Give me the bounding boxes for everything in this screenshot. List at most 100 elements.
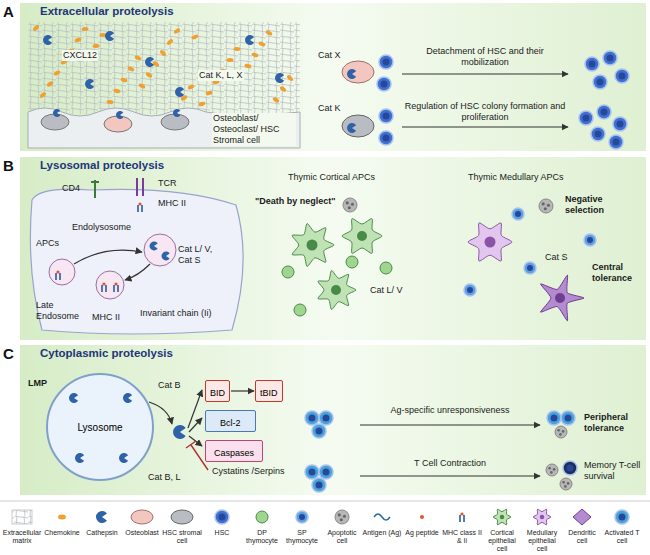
cell-icon [547,411,561,425]
apoptotic-cell [546,464,558,476]
chemokine [191,34,199,41]
thymocyte-icon [294,304,306,316]
cell-icon [319,411,333,425]
cathepsin-icon [43,35,52,45]
apoptotic-fragment [559,433,562,436]
annotation-label: Cat K, L, X [198,70,244,81]
endolysosome [144,234,176,266]
box-label: BID [210,388,225,398]
legend-icon [374,514,390,520]
chemokine [92,44,99,48]
apoptotic-fragment [567,482,570,485]
chemokine [173,27,181,34]
annotation-label: Cat S [545,252,568,263]
annotation-label: Cat B [158,380,181,391]
cell-icon [379,131,393,145]
cell-icon [615,69,629,83]
legend-text: DP thymocyte [242,529,282,545]
legend-text: MHC class II & Ii [442,529,482,545]
cell-icon [615,510,629,524]
legend-icon [12,510,32,524]
cell-nucleus [381,81,388,88]
cell-icon [603,51,617,65]
cathepsin-icon [245,35,254,45]
late-endosome [49,259,75,285]
cell-nucleus [619,514,626,521]
process-arrow [402,73,568,74]
peptide-dot [102,282,105,285]
mhc-glyph [114,285,118,292]
cell-nucleus [567,465,574,472]
cell-nucleus [383,59,390,66]
annotation-label: TCR [158,178,177,189]
legend-icon [171,510,193,524]
cathepsin-icon [85,79,94,89]
cell-nucleus [500,515,505,520]
process-box: Caspases [205,440,263,462]
apoptotic-cell [555,426,567,438]
cell-nucleus [467,287,473,293]
cell-nucleus [527,265,533,271]
chemokine [120,77,128,83]
apoptotic-fragment [544,207,547,210]
chemokine [113,88,121,93]
panel-letter: B [3,157,14,174]
mhc-glyph [56,273,60,280]
epithelial-cell [533,509,551,525]
cell-icon [561,411,575,425]
cell-icon [609,135,623,149]
epithelial-cell [342,219,382,254]
annotation-label: MHC II [158,198,186,209]
cell-icon [296,511,308,523]
panel-heading: Cytoplasmic proteolysis [40,347,173,359]
apoptotic-fragment [343,515,346,518]
cell-icon [215,510,229,524]
cell-nucleus [357,231,367,241]
annotation-label: Central tolerance [592,262,644,284]
cell-icon [464,284,476,296]
process-arrow [360,424,540,425]
chemokine [279,85,287,92]
cell-icon [379,109,393,123]
process-arrow [360,475,540,476]
annotation-label: Cat X [318,50,341,61]
cathepsin-icon [96,511,107,523]
panel-ground [20,3,646,151]
apoptotic-cell [539,199,553,213]
cell-icon [379,55,393,69]
chemokine [81,26,89,31]
apoptotic-fragment [348,206,351,209]
legend-text: Osteoblast [122,529,162,537]
cell-icon [584,234,596,246]
process-arrow [74,250,142,264]
bone-surface [28,108,300,148]
legend-icon [58,515,66,520]
cell-icon [312,424,326,438]
legend-text: SP thymocyte [282,529,322,545]
annotation-label: Osteoblast/ Osteoclast/ HSC Stromal cell [212,113,296,146]
annotation-label: Cat K [318,103,341,114]
cell-nucleus [383,113,390,120]
apoptotic-fragment [557,429,560,432]
cell-icon [591,127,605,141]
cell-nucleus [551,415,558,422]
cell-nucleus [307,240,318,251]
cell-nucleus [316,428,323,435]
chemokine [106,100,113,105]
cell-nucleus [583,115,590,122]
cell-nucleus [485,237,496,248]
annotation-label: Regulation of HSC colony formation and p… [402,101,568,123]
thymocyte-icon [282,266,294,278]
cathepsin-icon [53,109,60,117]
cell-nucleus [331,285,341,295]
cathepsin-icon [105,31,114,41]
cell-icon [305,411,319,425]
cathepsin-icon [173,109,180,117]
chemokine [198,101,206,107]
thymocyte-icon [256,511,268,523]
apoptotic-fragment [548,467,551,470]
process-box: tBID [255,380,283,402]
cathepsin-icon [275,73,284,83]
